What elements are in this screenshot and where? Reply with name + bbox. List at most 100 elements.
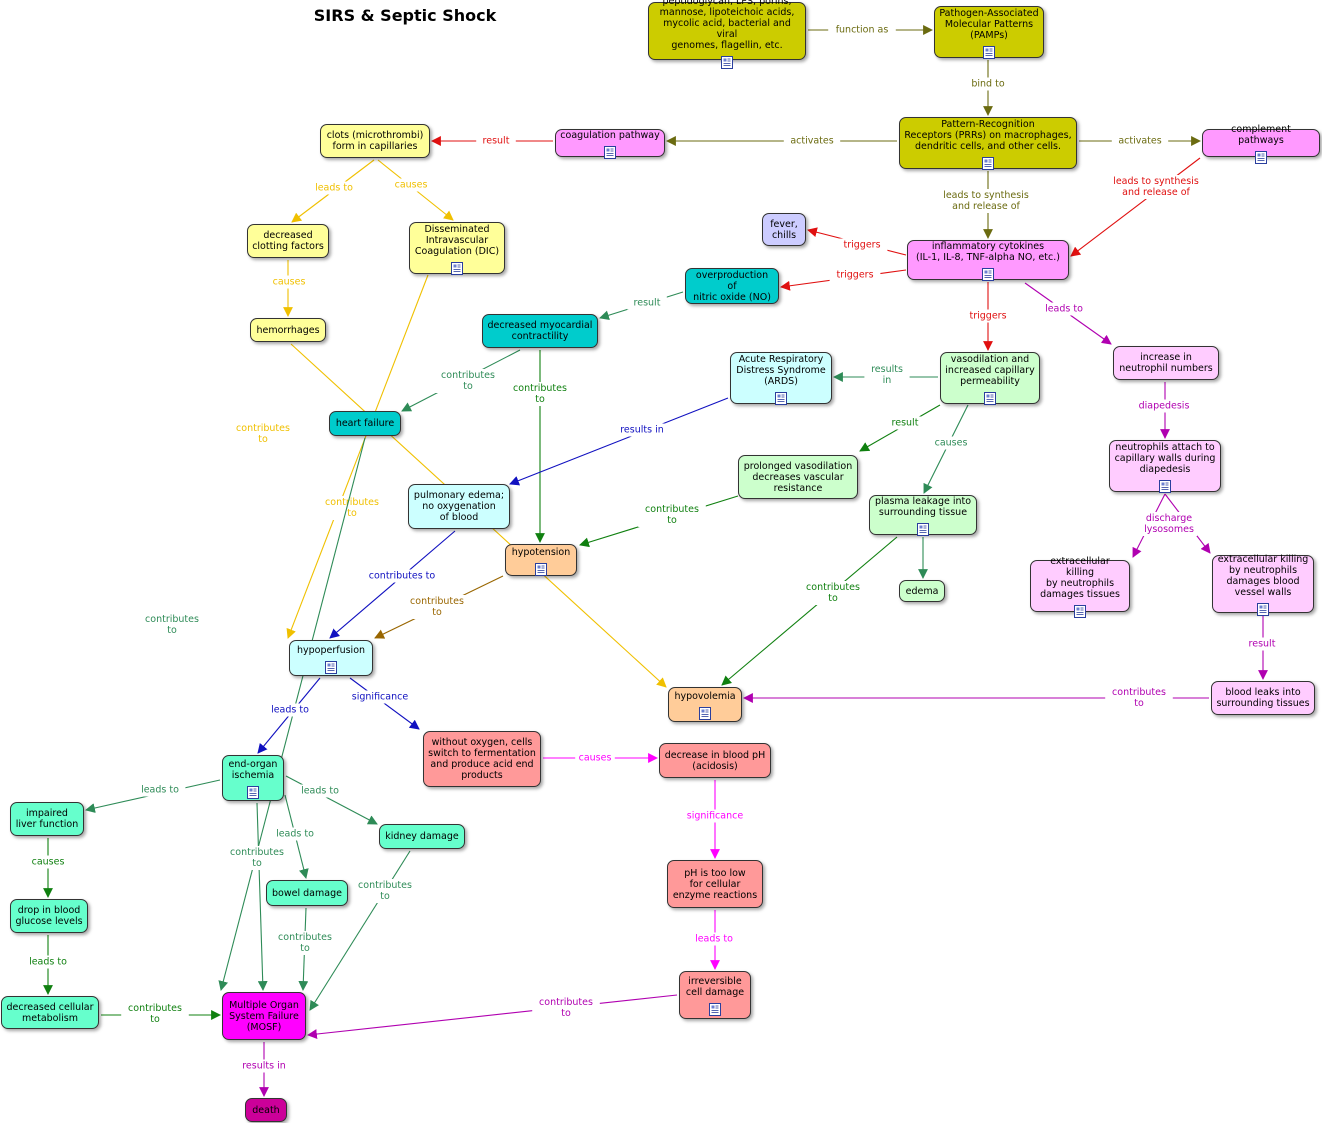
node-killing-vessels[interactable]: extracellular killing by neutrophils dam…: [1212, 554, 1314, 616]
node-label: irreversible cell damage: [685, 976, 745, 998]
node-edema[interactable]: edema: [899, 580, 945, 602]
node-coagulation[interactable]: coagulation pathway: [555, 129, 665, 159]
node-label: edema: [905, 585, 939, 597]
node-plasma-leak[interactable]: plasma leakage into surrounding tissue: [869, 495, 977, 536]
node-death[interactable]: death: [245, 1098, 287, 1122]
link-label-bg: [359, 569, 445, 583]
document-icon[interactable]: [982, 155, 994, 170]
node-neutrophil-numbers[interactable]: increase in neutrophil numbers: [1113, 346, 1219, 380]
document-icon[interactable]: [699, 705, 711, 720]
link-label-bg: [575, 751, 615, 765]
node-mosf[interactable]: Multiple Organ System Failure (MOSF): [222, 992, 306, 1040]
link-label: activates: [1118, 136, 1161, 147]
node-myocardial[interactable]: decreased myocardial contractility: [482, 314, 598, 348]
node-blood-ph[interactable]: decrease in blood pH (acidosis): [659, 743, 771, 778]
link-label-bg: [799, 581, 867, 605]
link-label-bg: [627, 296, 667, 310]
link-label: results in: [242, 1061, 286, 1072]
link-label-bg: [678, 809, 752, 823]
node-heart-failure[interactable]: heart failure: [329, 411, 401, 436]
node-neutrophils-attach[interactable]: neutrophils attach to capillary walls du…: [1109, 440, 1221, 493]
document-icon[interactable]: [917, 521, 929, 536]
link-arrow: [307, 994, 678, 1039]
document-icon[interactable]: [721, 54, 733, 69]
node-dic[interactable]: Disseminated Intravascular Coagulation (…: [409, 222, 505, 275]
node-pulmonary-edema[interactable]: pulmonary edema; no oxygenation of blood: [408, 484, 510, 529]
document-icon[interactable]: [775, 390, 787, 405]
link-label: leads to: [301, 786, 339, 797]
node-hypoperfusion[interactable]: hypoperfusion: [289, 640, 373, 676]
link-arrow: [1070, 157, 1201, 257]
link-label-bg: [223, 846, 291, 870]
node-prrs[interactable]: Pattern-Recognition Receptors (PRRs) on …: [899, 117, 1077, 170]
node-clots[interactable]: clots (microthrombi) form in capillaries: [320, 124, 430, 158]
node-hypovolemia[interactable]: hypovolemia: [668, 687, 742, 722]
link-label-bg: [391, 178, 431, 192]
node-bowel[interactable]: bowel damage: [266, 880, 348, 906]
node-metabolism[interactable]: decreased cellular metabolism: [1, 996, 99, 1029]
document-icon[interactable]: [1159, 478, 1171, 493]
node-complement[interactable]: complement pathways: [1202, 124, 1320, 164]
node-label: hemorrhages: [256, 324, 320, 336]
link-arrow: [286, 274, 429, 639]
link-label: result: [1249, 639, 1276, 650]
document-icon[interactable]: [1257, 601, 1269, 616]
node-ph-low[interactable]: pH is too low for cellular enzyme reacti…: [667, 860, 763, 908]
node-label: decreased cellular metabolism: [6, 1001, 94, 1024]
link-label-bg: [828, 23, 896, 37]
link-label-bg: [932, 189, 1040, 213]
node-blood-leaks[interactable]: blood leaks into surrounding tissues: [1211, 681, 1315, 715]
node-hemorrhages[interactable]: hemorrhages: [250, 318, 326, 342]
node-end-organ[interactable]: end-organ ischemia: [222, 755, 284, 801]
node-liver[interactable]: impaired liver function: [10, 802, 84, 836]
link-label-bg: [688, 932, 740, 946]
node-fermentation[interactable]: without oxygen, cells switch to fermenta…: [423, 731, 541, 787]
link-label-bg: [962, 309, 1014, 323]
link-label-bg: [233, 1059, 295, 1073]
node-nitric-oxide[interactable]: overproduction of nitric oxide (NO): [685, 268, 779, 304]
node-label: blood leaks into surrounding tissues: [1216, 687, 1310, 709]
node-glucose[interactable]: drop in blood glucose levels: [10, 899, 88, 933]
document-icon[interactable]: [535, 561, 547, 576]
node-label: vasodilation and increased capillary per…: [945, 353, 1035, 387]
node-label: increase in neutrophil numbers: [1119, 352, 1213, 374]
node-hypotension[interactable]: hypotension: [505, 544, 577, 576]
link-label: leads to: [315, 183, 353, 194]
document-icon[interactable]: [983, 44, 995, 59]
document-icon[interactable]: [325, 659, 337, 674]
node-vasodilation[interactable]: vasodilation and increased capillary per…: [940, 352, 1040, 405]
node-fever[interactable]: fever, chills: [762, 213, 806, 246]
node-pamps[interactable]: Pathogen-Associated Molecular Patterns (…: [934, 6, 1044, 59]
document-icon[interactable]: [247, 784, 259, 799]
node-ards[interactable]: Acute Respiratory Distress Syndrome (ARD…: [730, 352, 832, 405]
link-label-bg: [22, 955, 74, 969]
node-killing-tissues[interactable]: extracellular killing by neutrophils dam…: [1030, 556, 1130, 618]
link-label: leads to: [1045, 304, 1083, 315]
document-icon[interactable]: [1255, 149, 1267, 164]
node-cytokines[interactable]: inflammatory cytokines (IL-1, IL-8, TNF-…: [907, 240, 1069, 281]
document-icon[interactable]: [709, 1001, 721, 1016]
node-kidney[interactable]: kidney damage: [379, 824, 465, 849]
link-label-bg: [1111, 134, 1169, 148]
document-icon[interactable]: [604, 144, 616, 159]
link-label-bg: [476, 134, 516, 148]
link-label: leads to: [141, 785, 179, 796]
node-cell-damage[interactable]: irreversible cell damage: [679, 971, 751, 1019]
link-label-bg: [611, 423, 673, 437]
document-icon[interactable]: [984, 390, 996, 405]
node-prolonged-vaso[interactable]: prolonged vasodilation decreases vascula…: [738, 455, 858, 499]
document-icon[interactable]: [1074, 603, 1086, 618]
document-icon[interactable]: [982, 266, 994, 281]
node-label: Disseminated Intravascular Coagulation (…: [414, 223, 500, 257]
link-label: leads to: [276, 829, 314, 840]
document-icon[interactable]: [451, 260, 463, 275]
link-label: leads to: [271, 705, 309, 716]
link-label-bg: [308, 181, 360, 195]
node-dec-clotting[interactable]: decreased clotting factors: [247, 224, 329, 258]
node-pamp-examples[interactable]: peptidoglycan, LPS, porins, mannose, lip…: [648, 0, 806, 69]
